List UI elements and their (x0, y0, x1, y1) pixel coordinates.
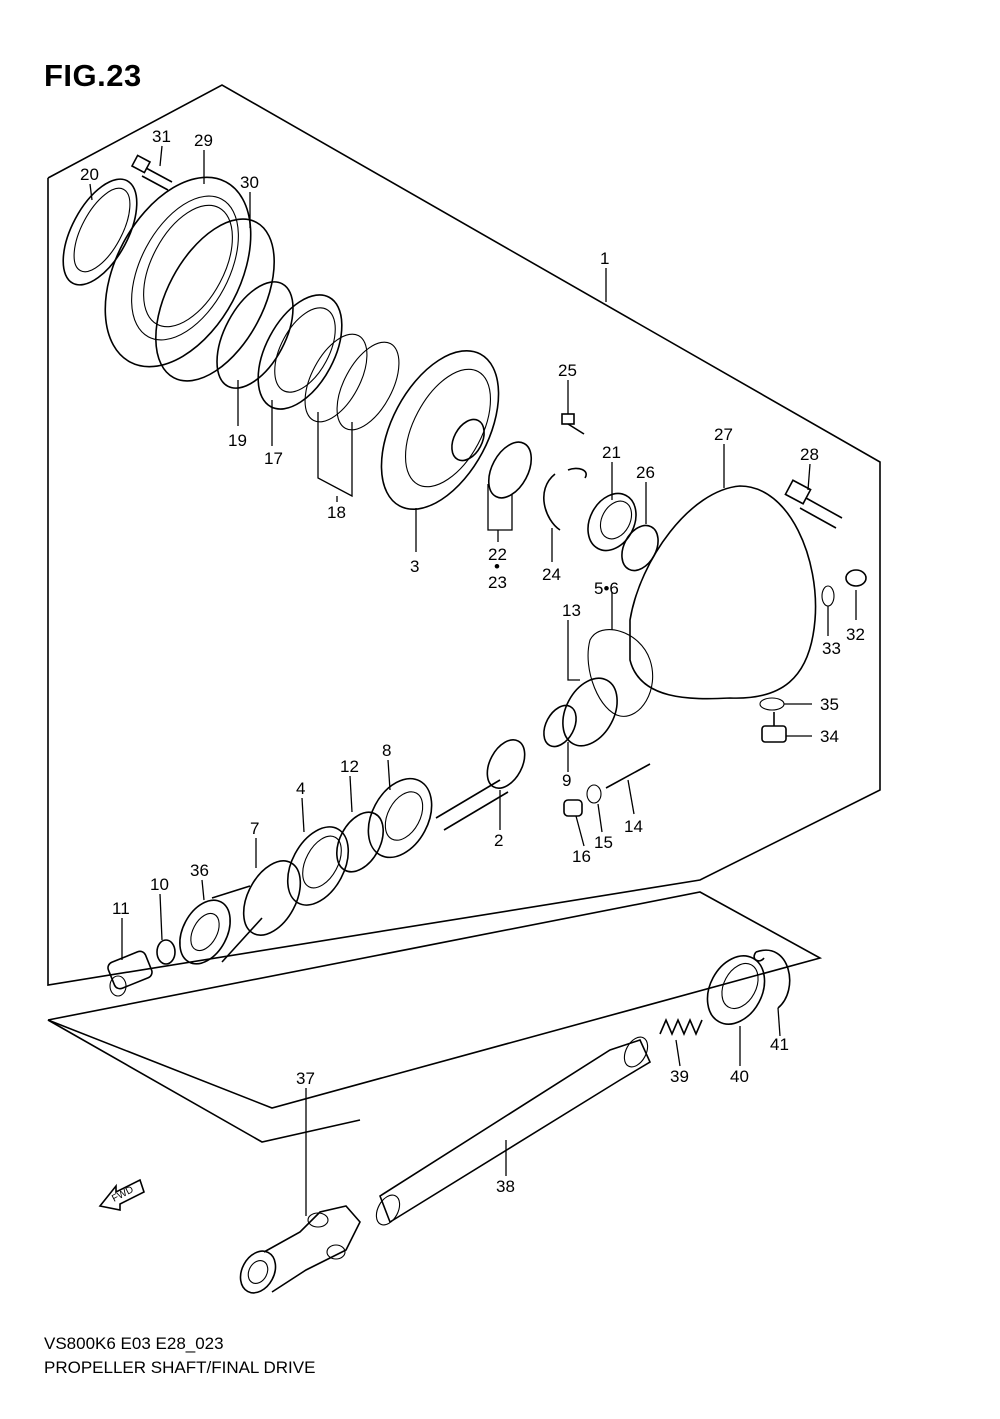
universal-joint-37 (239, 1205, 361, 1294)
callout-8: 8 (382, 741, 391, 760)
propeller-frame (47, 1019, 361, 1143)
callout-2: 2 (494, 831, 503, 850)
figure-name: PROPELLER SHAFT/FINAL DRIVE (44, 1358, 316, 1377)
callout-40: 40 (730, 1067, 749, 1086)
drain-plug-34 (761, 712, 787, 743)
shim-18b (336, 341, 400, 431)
model-code: VS800K6 E03 E28_023 (44, 1334, 224, 1353)
callout-labels: 31 29 20 30 1 19 17 18 25 27 21 26 28 3 … (80, 127, 865, 1196)
pinion-gear-2 (435, 739, 526, 831)
spacer-19 (216, 281, 294, 389)
stud-14 (605, 763, 651, 789)
callout-23: 23 (488, 573, 507, 592)
callout-15: 15 (594, 833, 613, 852)
callout-18: 18 (327, 503, 346, 522)
callout-1: 1 (600, 249, 609, 268)
bolt-25 (561, 413, 585, 435)
bearing-8 (367, 777, 433, 859)
figure-title: FIG.23 (44, 58, 142, 93)
nut-16 (563, 799, 583, 817)
callout-4: 4 (296, 779, 305, 798)
circlip-41 (753, 949, 791, 1009)
callout-12: 12 (340, 757, 359, 776)
callout-39: 39 (670, 1067, 689, 1086)
coupling-36 (179, 885, 263, 965)
callout-35: 35 (820, 695, 839, 714)
bearing-9 (543, 704, 577, 748)
forward-arrow-icon: FWD (98, 1178, 145, 1211)
o-ring-30 (155, 218, 275, 382)
spring-39 (659, 1017, 703, 1037)
callout-3: 3 (410, 557, 419, 576)
oil-seal-20 (62, 178, 138, 286)
ring-gear-3 (380, 349, 500, 511)
o-ring-7 (242, 860, 302, 936)
gear-case-27 (629, 485, 817, 700)
callout-34: 34 (820, 727, 839, 746)
callout-36: 36 (190, 861, 209, 880)
callout-10: 10 (150, 875, 169, 894)
assembly-frame (47, 84, 881, 986)
callout-29: 29 (194, 131, 213, 150)
callout-7: 7 (250, 819, 259, 838)
nut-11 (107, 950, 153, 997)
gasket-5-6 (587, 629, 654, 717)
callout-14: 14 (624, 817, 643, 836)
callout-27: 27 (714, 425, 733, 444)
callout-9: 9 (562, 771, 571, 790)
callout-33: 33 (822, 639, 841, 658)
assembly-frame-lower (47, 891, 823, 1109)
bolt-31 (130, 154, 173, 191)
callout-13: 13 (562, 601, 581, 620)
callout-21: 21 (602, 443, 621, 462)
callout-16: 16 (572, 847, 591, 866)
boot-40 (706, 955, 766, 1025)
callout-19: 19 (228, 431, 247, 450)
callout-26: 26 (636, 463, 655, 482)
callout-20: 20 (80, 165, 99, 184)
shim-22 (487, 441, 533, 499)
washer-15 (586, 784, 602, 804)
gasket-33 (821, 585, 835, 607)
bearing-17 (257, 294, 343, 410)
callout-17: 17 (264, 449, 283, 468)
callout-41: 41 (770, 1035, 789, 1054)
shim-13 (562, 677, 618, 747)
callout-37: 37 (296, 1069, 315, 1088)
callout-24: 24 (542, 565, 561, 584)
stud-28 (784, 479, 843, 529)
circlip-24 (543, 467, 587, 531)
callout-30: 30 (240, 173, 259, 192)
leader-lines (89, 145, 857, 1216)
plug-32 (845, 569, 867, 587)
callout-28: 28 (800, 445, 819, 464)
callout-22: 22 (488, 545, 507, 564)
callout-22-dot: • (494, 557, 500, 576)
callout-25: 25 (558, 361, 577, 380)
callout-11: 11 (112, 899, 130, 918)
callout-38: 38 (496, 1177, 515, 1196)
gasket-35 (759, 697, 785, 711)
shim-18a (304, 333, 368, 423)
callout-31: 31 (152, 127, 171, 146)
washer-10 (156, 939, 176, 965)
bearing-nut-4 (286, 826, 350, 906)
callout-5-6: 5•6 (594, 579, 619, 598)
callout-32: 32 (846, 625, 865, 644)
propeller-shaft-38 (375, 1036, 652, 1226)
